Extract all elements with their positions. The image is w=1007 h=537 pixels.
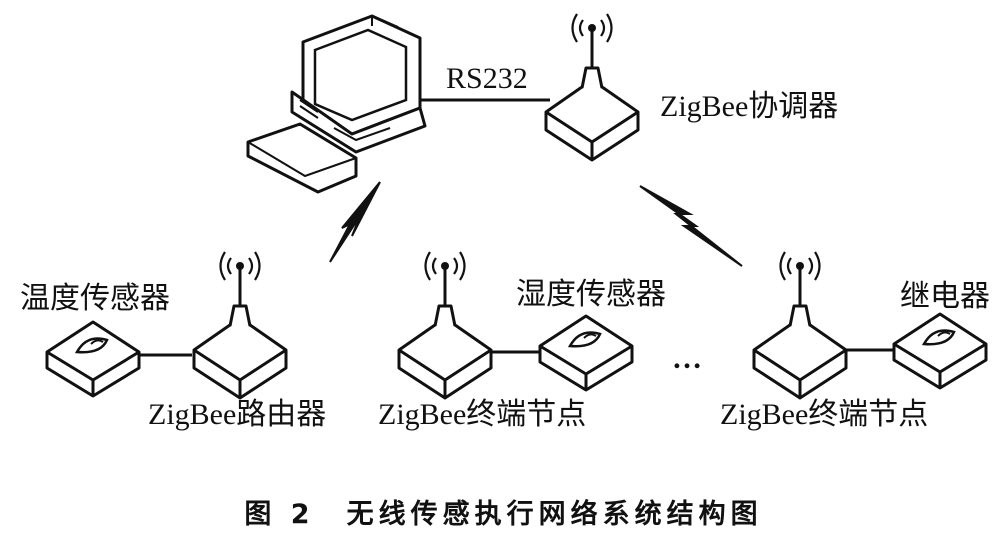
relay-icon [892, 312, 988, 390]
router-label: ZigBee路由器 [148, 398, 327, 431]
coordinator-module-icon [544, 12, 640, 162]
wireless-link-icon [639, 185, 743, 267]
temperature-sensor-icon [45, 320, 141, 398]
humidity-sensor-label: 湿度传感器 [516, 278, 666, 311]
rs232-label: RS232 [446, 62, 528, 95]
humidity-sensor-icon [538, 314, 634, 392]
end-node-label-1: ZigBee终端节点 [378, 398, 587, 431]
relay-label: 继电器 [900, 280, 990, 313]
router-module-icon [192, 250, 288, 400]
temperature-sensor-label: 温度传感器 [20, 282, 170, 315]
computer-icon [246, 14, 427, 194]
figure-caption: 图 2 无线传感执行网络系统结构图 [244, 499, 763, 530]
end-node-module-icon [752, 250, 848, 400]
ellipsis-label: … [672, 342, 702, 375]
end-node-module-icon [397, 250, 493, 400]
wireless-link-icon [329, 181, 381, 263]
coordinator-label: ZigBee协调器 [660, 90, 839, 123]
end-node-label-2: ZigBee终端节点 [720, 398, 929, 431]
